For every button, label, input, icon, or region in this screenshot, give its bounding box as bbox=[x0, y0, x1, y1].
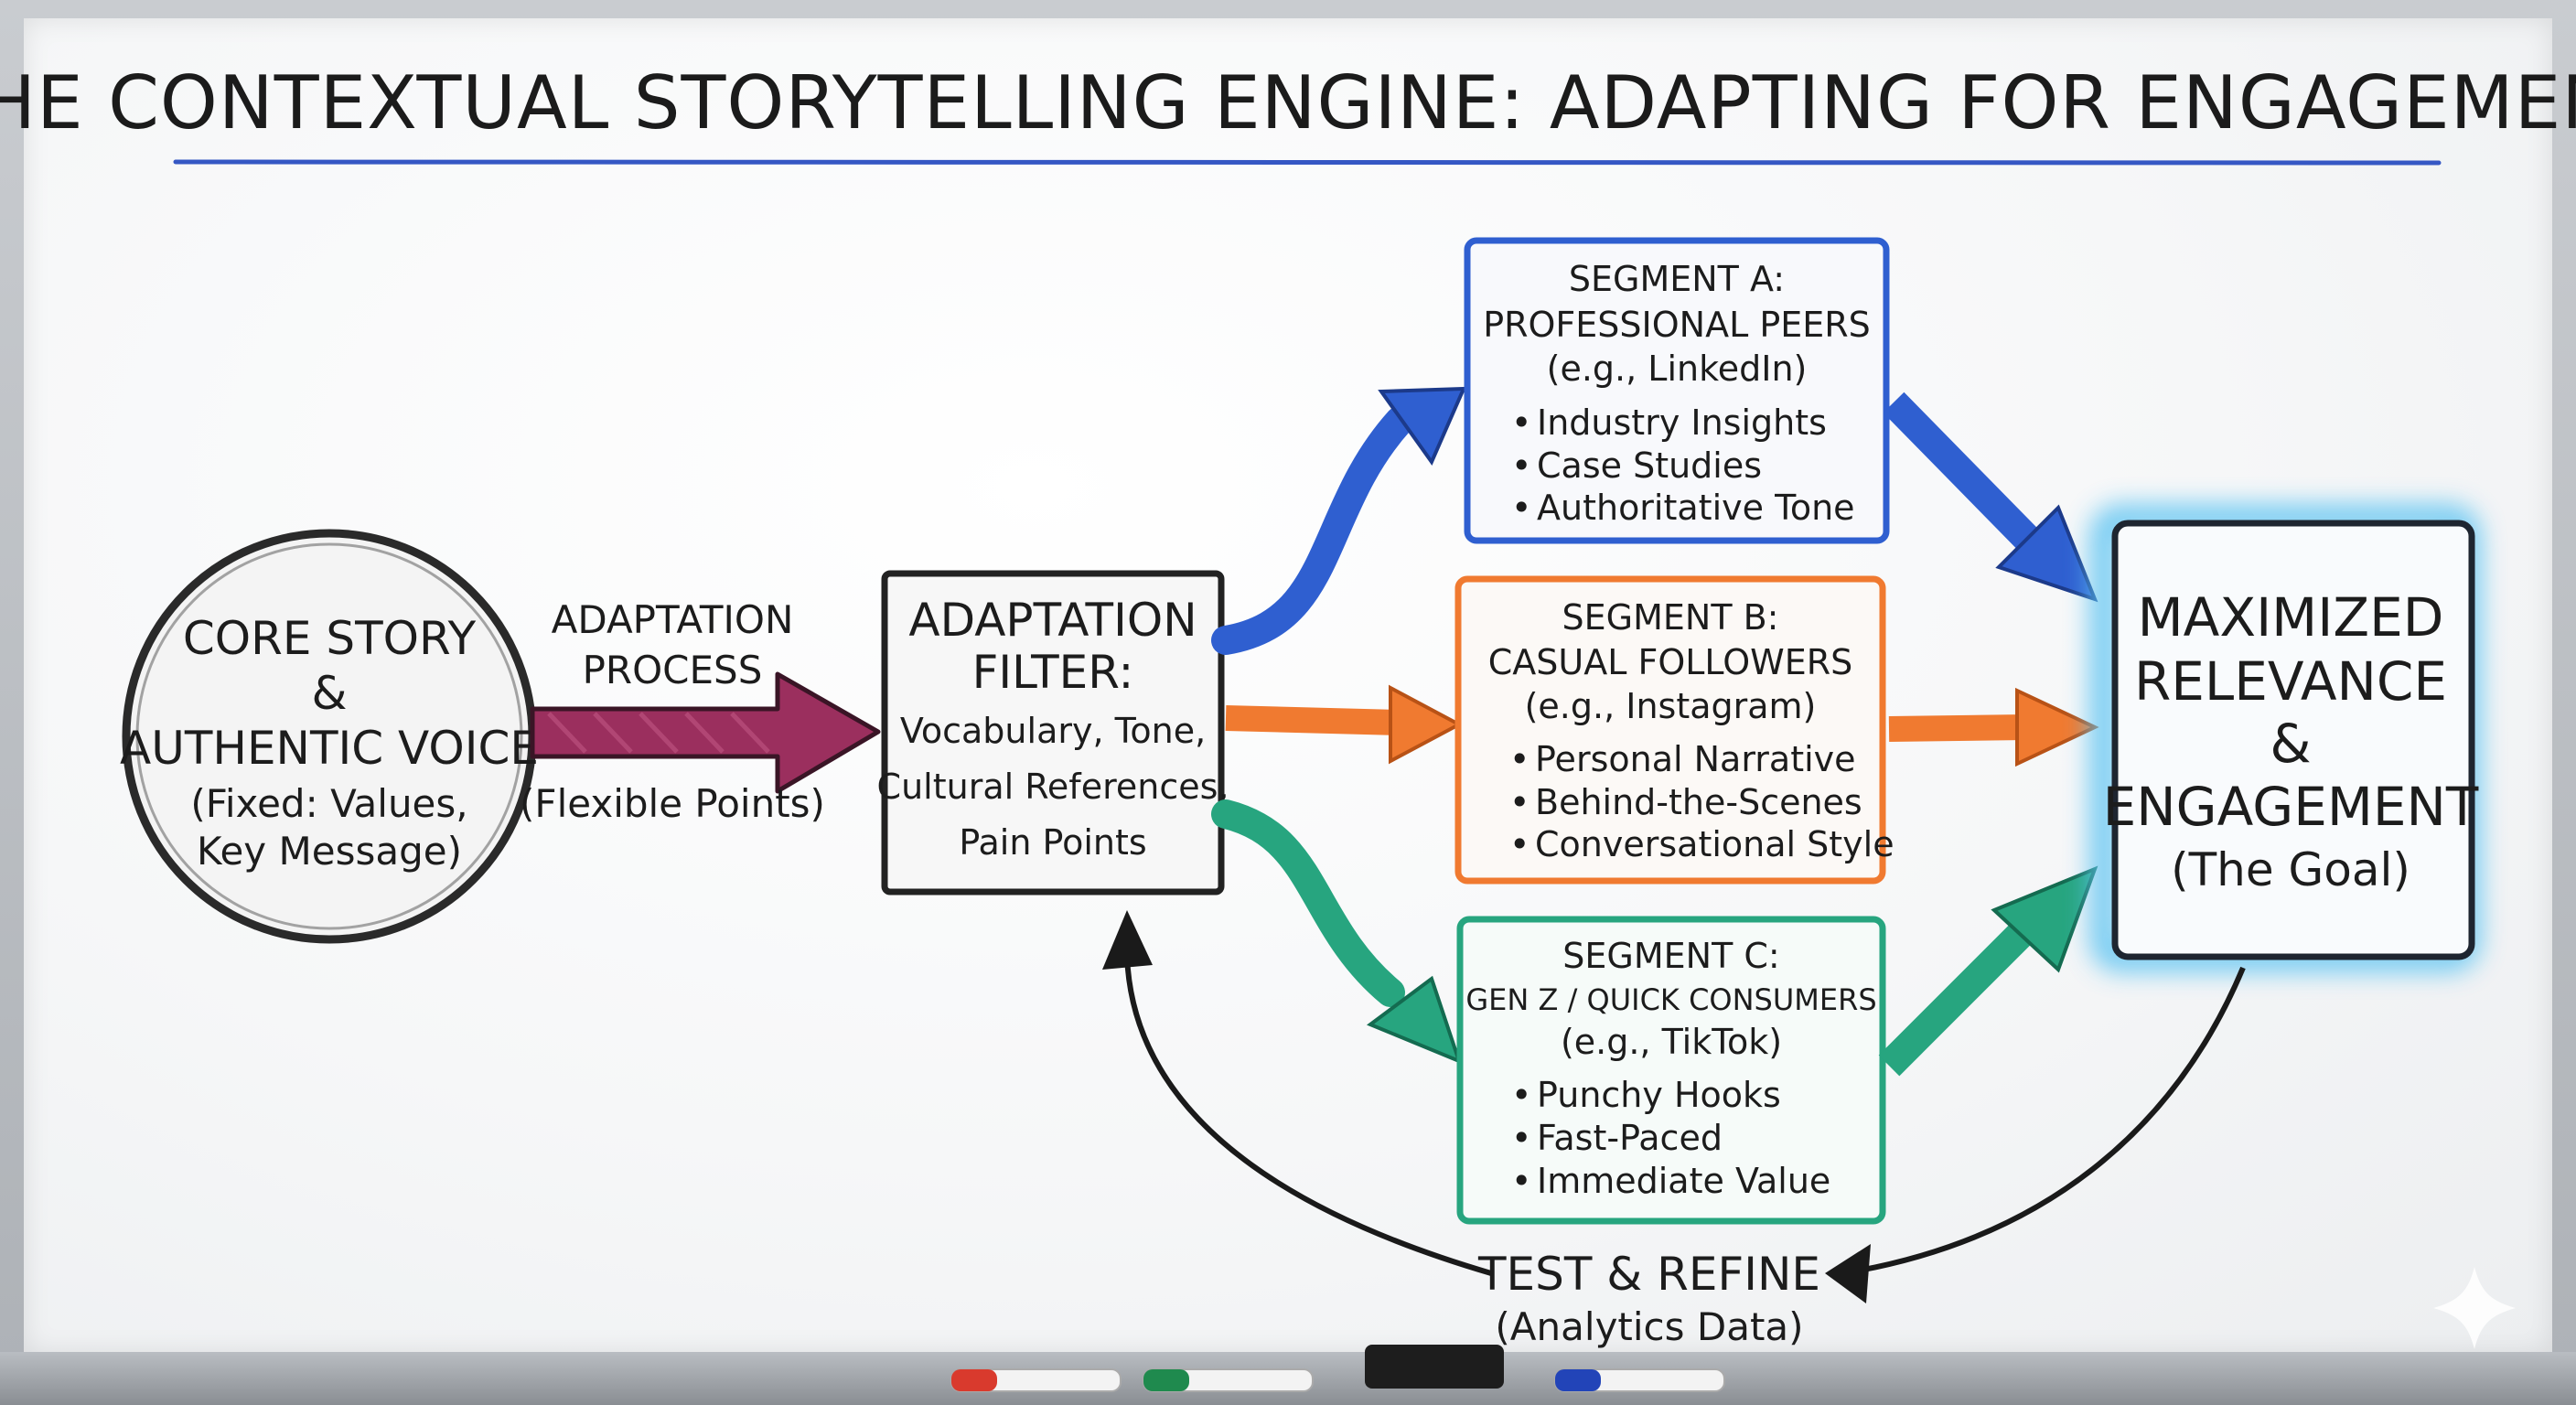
segment-a-item-1: Industry Insights bbox=[1537, 402, 1827, 443]
segment-a-title-1: SEGMENT A: bbox=[1569, 259, 1785, 299]
segment-b-title-2: CASUAL FOLLOWERS bbox=[1488, 642, 1852, 682]
filter-line-4: Cultural References, bbox=[877, 767, 1229, 807]
arrow-filter-to-segment-a bbox=[1211, 406, 1414, 655]
core-line-1: CORE STORY bbox=[183, 612, 477, 665]
arrow-head-goal-c bbox=[1991, 865, 2098, 973]
arrow-head-goal-b bbox=[2015, 687, 2099, 767]
core-line-2: & bbox=[312, 667, 348, 720]
arrow-segment-b-to-goal bbox=[1888, 714, 2027, 742]
arrow-goal-to-test bbox=[1842, 966, 2246, 1276]
process-arrow-hatch bbox=[547, 712, 770, 754]
segment-a-bullet-1: • bbox=[1511, 402, 1531, 443]
segment-b-platform: (e.g., Instagram) bbox=[1525, 686, 1817, 726]
segment-a-title-2: PROFESSIONAL PEERS bbox=[1483, 305, 1871, 345]
title-underline bbox=[173, 159, 2442, 166]
process-label-2: PROCESS bbox=[583, 648, 763, 692]
segment-c-title-1: SEGMENT C: bbox=[1562, 936, 1779, 976]
segment-c-bullet-3: • bbox=[1511, 1161, 1531, 1201]
sparkle-icon bbox=[2433, 1267, 2516, 1349]
feedback-line-1: TEST & REFINE bbox=[1477, 1248, 1820, 1301]
eraser bbox=[1365, 1345, 1504, 1389]
core-line-4: (Fixed: Values, bbox=[190, 781, 467, 826]
filter-line-1: ADAPTATION bbox=[908, 594, 1197, 647]
segment-c-title-2: GEN Z / QUICK CONSUMERS bbox=[1465, 982, 1876, 1017]
segment-b-bullet-3: • bbox=[1509, 824, 1530, 864]
page-title: THE CONTEXTUAL STORYTELLING ENGINE: ADAP… bbox=[0, 60, 2576, 145]
segment-c-platform: (e.g., TikTok) bbox=[1561, 1022, 1782, 1062]
feedback-line-2: (Analytics Data) bbox=[1495, 1304, 1803, 1349]
arrow-filter-to-segment-c bbox=[1211, 799, 1405, 1007]
filter-line-2: FILTER: bbox=[972, 646, 1134, 699]
goal-line-3: & bbox=[2270, 713, 2311, 775]
arrow-head-segment-c bbox=[1366, 975, 1463, 1065]
filter-line-3: Vocabulary, Tone, bbox=[900, 711, 1206, 751]
segment-b-box: SEGMENT B: CASUAL FOLLOWERS (e.g., Insta… bbox=[1454, 575, 1894, 885]
segment-a-bullet-3: • bbox=[1511, 488, 1531, 528]
segment-b-item-1: Personal Narrative bbox=[1535, 739, 1856, 779]
segment-b-title-1: SEGMENT B: bbox=[1562, 597, 1779, 638]
arrow-segment-a-to-goal bbox=[1883, 391, 2046, 558]
core-line-3: AUTHENTIC VOICE bbox=[120, 722, 539, 775]
goal-line-1: MAXIMIZED bbox=[2138, 586, 2444, 649]
arrow-test-to-filter bbox=[1124, 955, 1492, 1276]
goal-line-5: (The Goal) bbox=[2171, 843, 2410, 896]
blue-marker bbox=[1554, 1368, 1725, 1392]
goal-line-2: RELEVANCE bbox=[2134, 650, 2447, 713]
segment-b-item-2: Behind-the-Scenes bbox=[1535, 782, 1862, 822]
segment-a-box: SEGMENT A: PROFESSIONAL PEERS (e.g., Lin… bbox=[1464, 237, 1890, 544]
segment-a-bullet-2: • bbox=[1511, 445, 1531, 486]
arrow-filter-to-segment-b bbox=[1225, 705, 1401, 735]
segment-c-bullet-1: • bbox=[1511, 1075, 1531, 1115]
process-label-3: (Flexible Points) bbox=[520, 781, 825, 826]
arrow-head-segment-b bbox=[1389, 684, 1464, 765]
arrow-segment-c-to-goal bbox=[1878, 917, 2037, 1077]
segment-c-box: SEGMENT C: GEN Z / QUICK CONSUMERS (e.g.… bbox=[1456, 916, 1886, 1225]
goal-box: MAXIMIZED RELEVANCE & ENGAGEMENT (The Go… bbox=[2090, 505, 2480, 971]
red-marker bbox=[950, 1368, 1122, 1392]
segment-c-item-3: Immediate Value bbox=[1537, 1161, 1830, 1201]
green-marker bbox=[1143, 1368, 1314, 1392]
core-line-5: Key Message) bbox=[197, 829, 462, 874]
segment-b-bullet-1: • bbox=[1509, 739, 1530, 779]
segment-a-item-2: Case Studies bbox=[1537, 445, 1762, 486]
adaptation-filter-box: ADAPTATION FILTER: Vocabulary, Tone, Cul… bbox=[877, 570, 1229, 896]
segment-c-item-2: Fast-Paced bbox=[1537, 1118, 1723, 1158]
segment-b-item-3: Conversational Style bbox=[1535, 824, 1894, 864]
goal-line-4: ENGAGEMENT bbox=[2103, 776, 2479, 838]
arrow-head-goal-a bbox=[1995, 504, 2098, 603]
filter-line-5: Pain Points bbox=[959, 822, 1146, 863]
segment-c-bullet-2: • bbox=[1511, 1118, 1531, 1158]
arrow-head-segment-a bbox=[1378, 386, 1467, 467]
core-story-node: CORE STORY & AUTHENTIC VOICE (Fixed: Val… bbox=[120, 529, 539, 944]
process-label-1: ADAPTATION bbox=[552, 597, 794, 642]
arrow-head-filter bbox=[1102, 910, 1153, 970]
segment-a-item-3: Authoritative Tone bbox=[1537, 488, 1855, 528]
segment-b-bullet-2: • bbox=[1509, 782, 1530, 822]
segment-a-platform: (e.g., LinkedIn) bbox=[1547, 349, 1808, 389]
segment-c-item-1: Punchy Hooks bbox=[1537, 1075, 1781, 1115]
arrow-head-test bbox=[1825, 1244, 1871, 1303]
